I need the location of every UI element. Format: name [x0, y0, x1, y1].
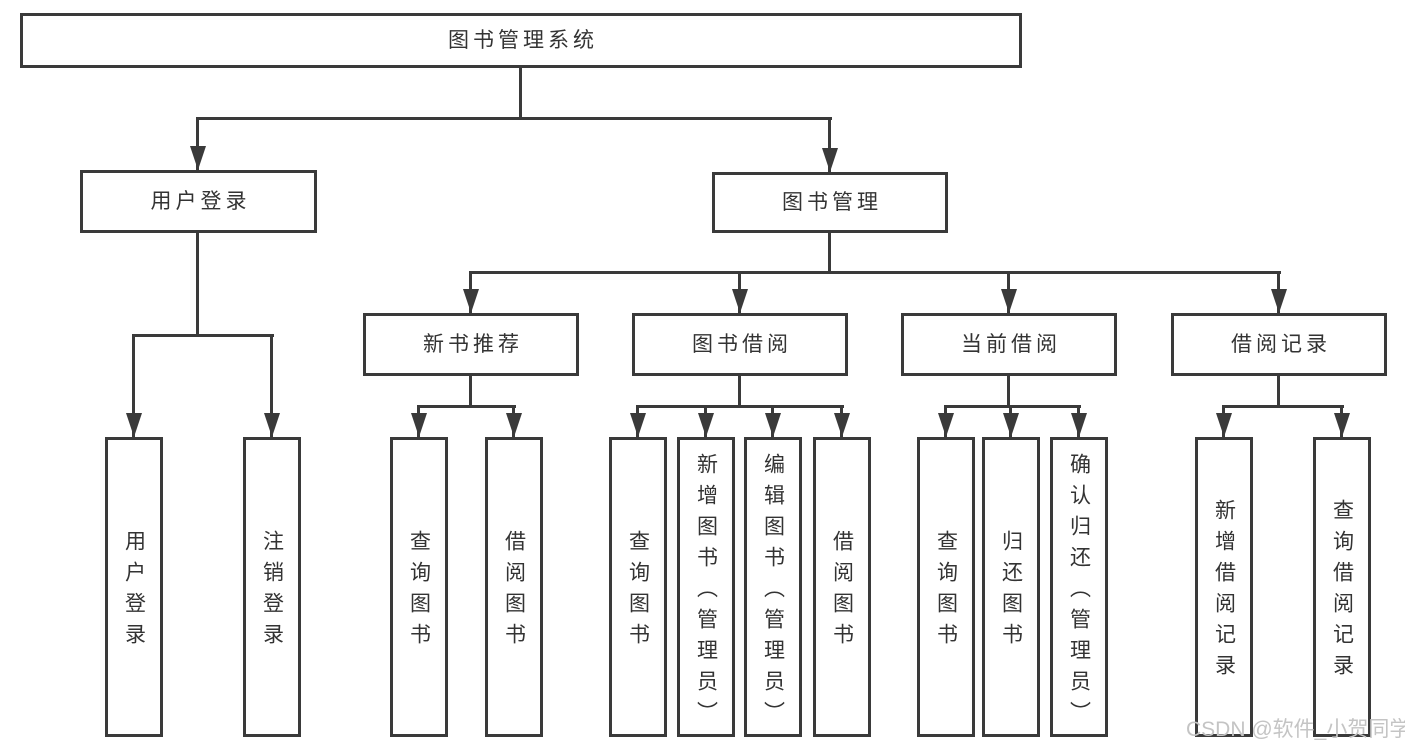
- leaf-records-query-record-label: 查询借阅记录: [1330, 499, 1354, 685]
- leaf-borrow-add-books-admin: 新增图书（管理员）: [677, 437, 735, 737]
- connector-to-leaf-login: [132, 336, 135, 437]
- arrowhead-borrowing-records: [1271, 289, 1287, 313]
- arrowhead-current-return: [1003, 413, 1019, 437]
- leaf-current-return-books: 归还图书: [982, 437, 1040, 737]
- leaf-current-return-books-label: 归还图书: [999, 530, 1023, 654]
- node-current-borrowing-label: 当前借阅: [961, 332, 1061, 356]
- leaf-login-logout-label: 注销登录: [260, 530, 284, 654]
- connector-root-trunk: [519, 66, 522, 119]
- connector-book-management-rail: [469, 271, 1281, 274]
- node-borrowing-records-label: 借阅记录: [1231, 332, 1331, 356]
- leaf-current-confirm-return-admin: 确认归还（管理员）: [1050, 437, 1108, 737]
- node-library-system: 图书管理系统: [20, 13, 1022, 68]
- arrowhead-records-query: [1334, 413, 1350, 437]
- connector-book-management-trunk: [828, 231, 831, 274]
- arrowhead-user-login: [190, 146, 206, 170]
- leaf-current-confirm-return-admin-label: 确认归还（管理员）: [1067, 452, 1091, 732]
- leaf-borrow-add-books-admin-label: 新增图书（管理员）: [694, 452, 718, 732]
- csdn-watermark: CSDN @软件_小贺同学: [1186, 718, 1405, 741]
- leaf-rec-borrow-books: 借阅图书: [485, 437, 543, 737]
- arrowhead-borrow-add: [698, 413, 714, 437]
- leaf-records-add-record: 新增借阅记录: [1195, 437, 1253, 737]
- node-borrowing-records: 借阅记录: [1171, 313, 1387, 376]
- node-new-book-recommend-label: 新书推荐: [423, 332, 523, 356]
- connector-borrowing-trunk: [738, 374, 741, 407]
- connector-records-rail: [1222, 405, 1344, 408]
- leaf-records-add-record-label: 新增借阅记录: [1212, 499, 1236, 685]
- connector-records-trunk: [1277, 374, 1280, 407]
- arrowhead-current-borrowing: [1001, 289, 1017, 313]
- connector-root-to-book-management: [828, 119, 831, 172]
- node-book-borrowing: 图书借阅: [632, 313, 848, 376]
- arrowhead-rec-borrow: [506, 413, 522, 437]
- arrowhead-leaf-logout: [264, 413, 280, 437]
- leaf-rec-borrow-books-label: 借阅图书: [502, 530, 526, 654]
- leaf-borrow-edit-books-admin: 编辑图书（管理员）: [744, 437, 802, 737]
- arrowhead-book-management: [822, 148, 838, 172]
- arrowhead-borrow-edit: [765, 413, 781, 437]
- connector-user-login-trunk: [196, 231, 199, 336]
- connector-current-rail: [944, 405, 1081, 408]
- connector-recommend-trunk: [469, 374, 472, 407]
- arrowhead-records-add: [1216, 413, 1232, 437]
- node-new-book-recommend: 新书推荐: [363, 313, 579, 376]
- node-current-borrowing: 当前借阅: [901, 313, 1117, 376]
- leaf-login-user-login-label: 用户登录: [122, 530, 146, 654]
- arrowhead-current-confirm: [1071, 413, 1087, 437]
- arrowhead-rec-query: [411, 413, 427, 437]
- node-book-borrowing-label: 图书借阅: [692, 332, 792, 356]
- arrowhead-new-book-recommend: [463, 289, 479, 313]
- arrowhead-leaf-login: [126, 413, 142, 437]
- leaf-records-query-record: 查询借阅记录: [1313, 437, 1371, 737]
- leaf-borrow-borrow-books-label: 借阅图书: [830, 530, 854, 654]
- node-library-system-label: 图书管理系统: [448, 28, 598, 52]
- connector-recommend-rail: [417, 405, 516, 408]
- node-user-login-label: 用户登录: [150, 189, 251, 213]
- connector-current-trunk: [1007, 374, 1010, 407]
- arrowhead-borrow-query: [630, 413, 646, 437]
- arrowhead-borrow-borrow: [834, 413, 850, 437]
- arrowhead-current-query: [938, 413, 954, 437]
- leaf-login-logout: 注销登录: [243, 437, 301, 737]
- leaf-login-user-login: 用户登录: [105, 437, 163, 737]
- leaf-rec-query-books-label: 查询图书: [407, 530, 431, 654]
- leaf-current-query-books-label: 查询图书: [934, 530, 958, 654]
- leaf-borrow-query-books-label: 查询图书: [626, 530, 650, 654]
- connector-user-login-rail: [132, 334, 274, 337]
- leaf-rec-query-books: 查询图书: [390, 437, 448, 737]
- arrowhead-book-borrowing: [732, 289, 748, 313]
- node-book-management-label: 图书管理: [782, 190, 882, 214]
- node-user-login: 用户登录: [80, 170, 317, 233]
- leaf-borrow-edit-books-admin-label: 编辑图书（管理员）: [761, 452, 785, 732]
- connector-root-rail: [196, 117, 832, 120]
- connector-to-leaf-logout: [270, 336, 273, 437]
- connector-root-to-user-login: [196, 119, 199, 170]
- node-book-management: 图书管理: [712, 172, 948, 233]
- connector-borrowing-rail: [636, 405, 844, 408]
- leaf-borrow-borrow-books: 借阅图书: [813, 437, 871, 737]
- leaf-current-query-books: 查询图书: [917, 437, 975, 737]
- leaf-borrow-query-books: 查询图书: [609, 437, 667, 737]
